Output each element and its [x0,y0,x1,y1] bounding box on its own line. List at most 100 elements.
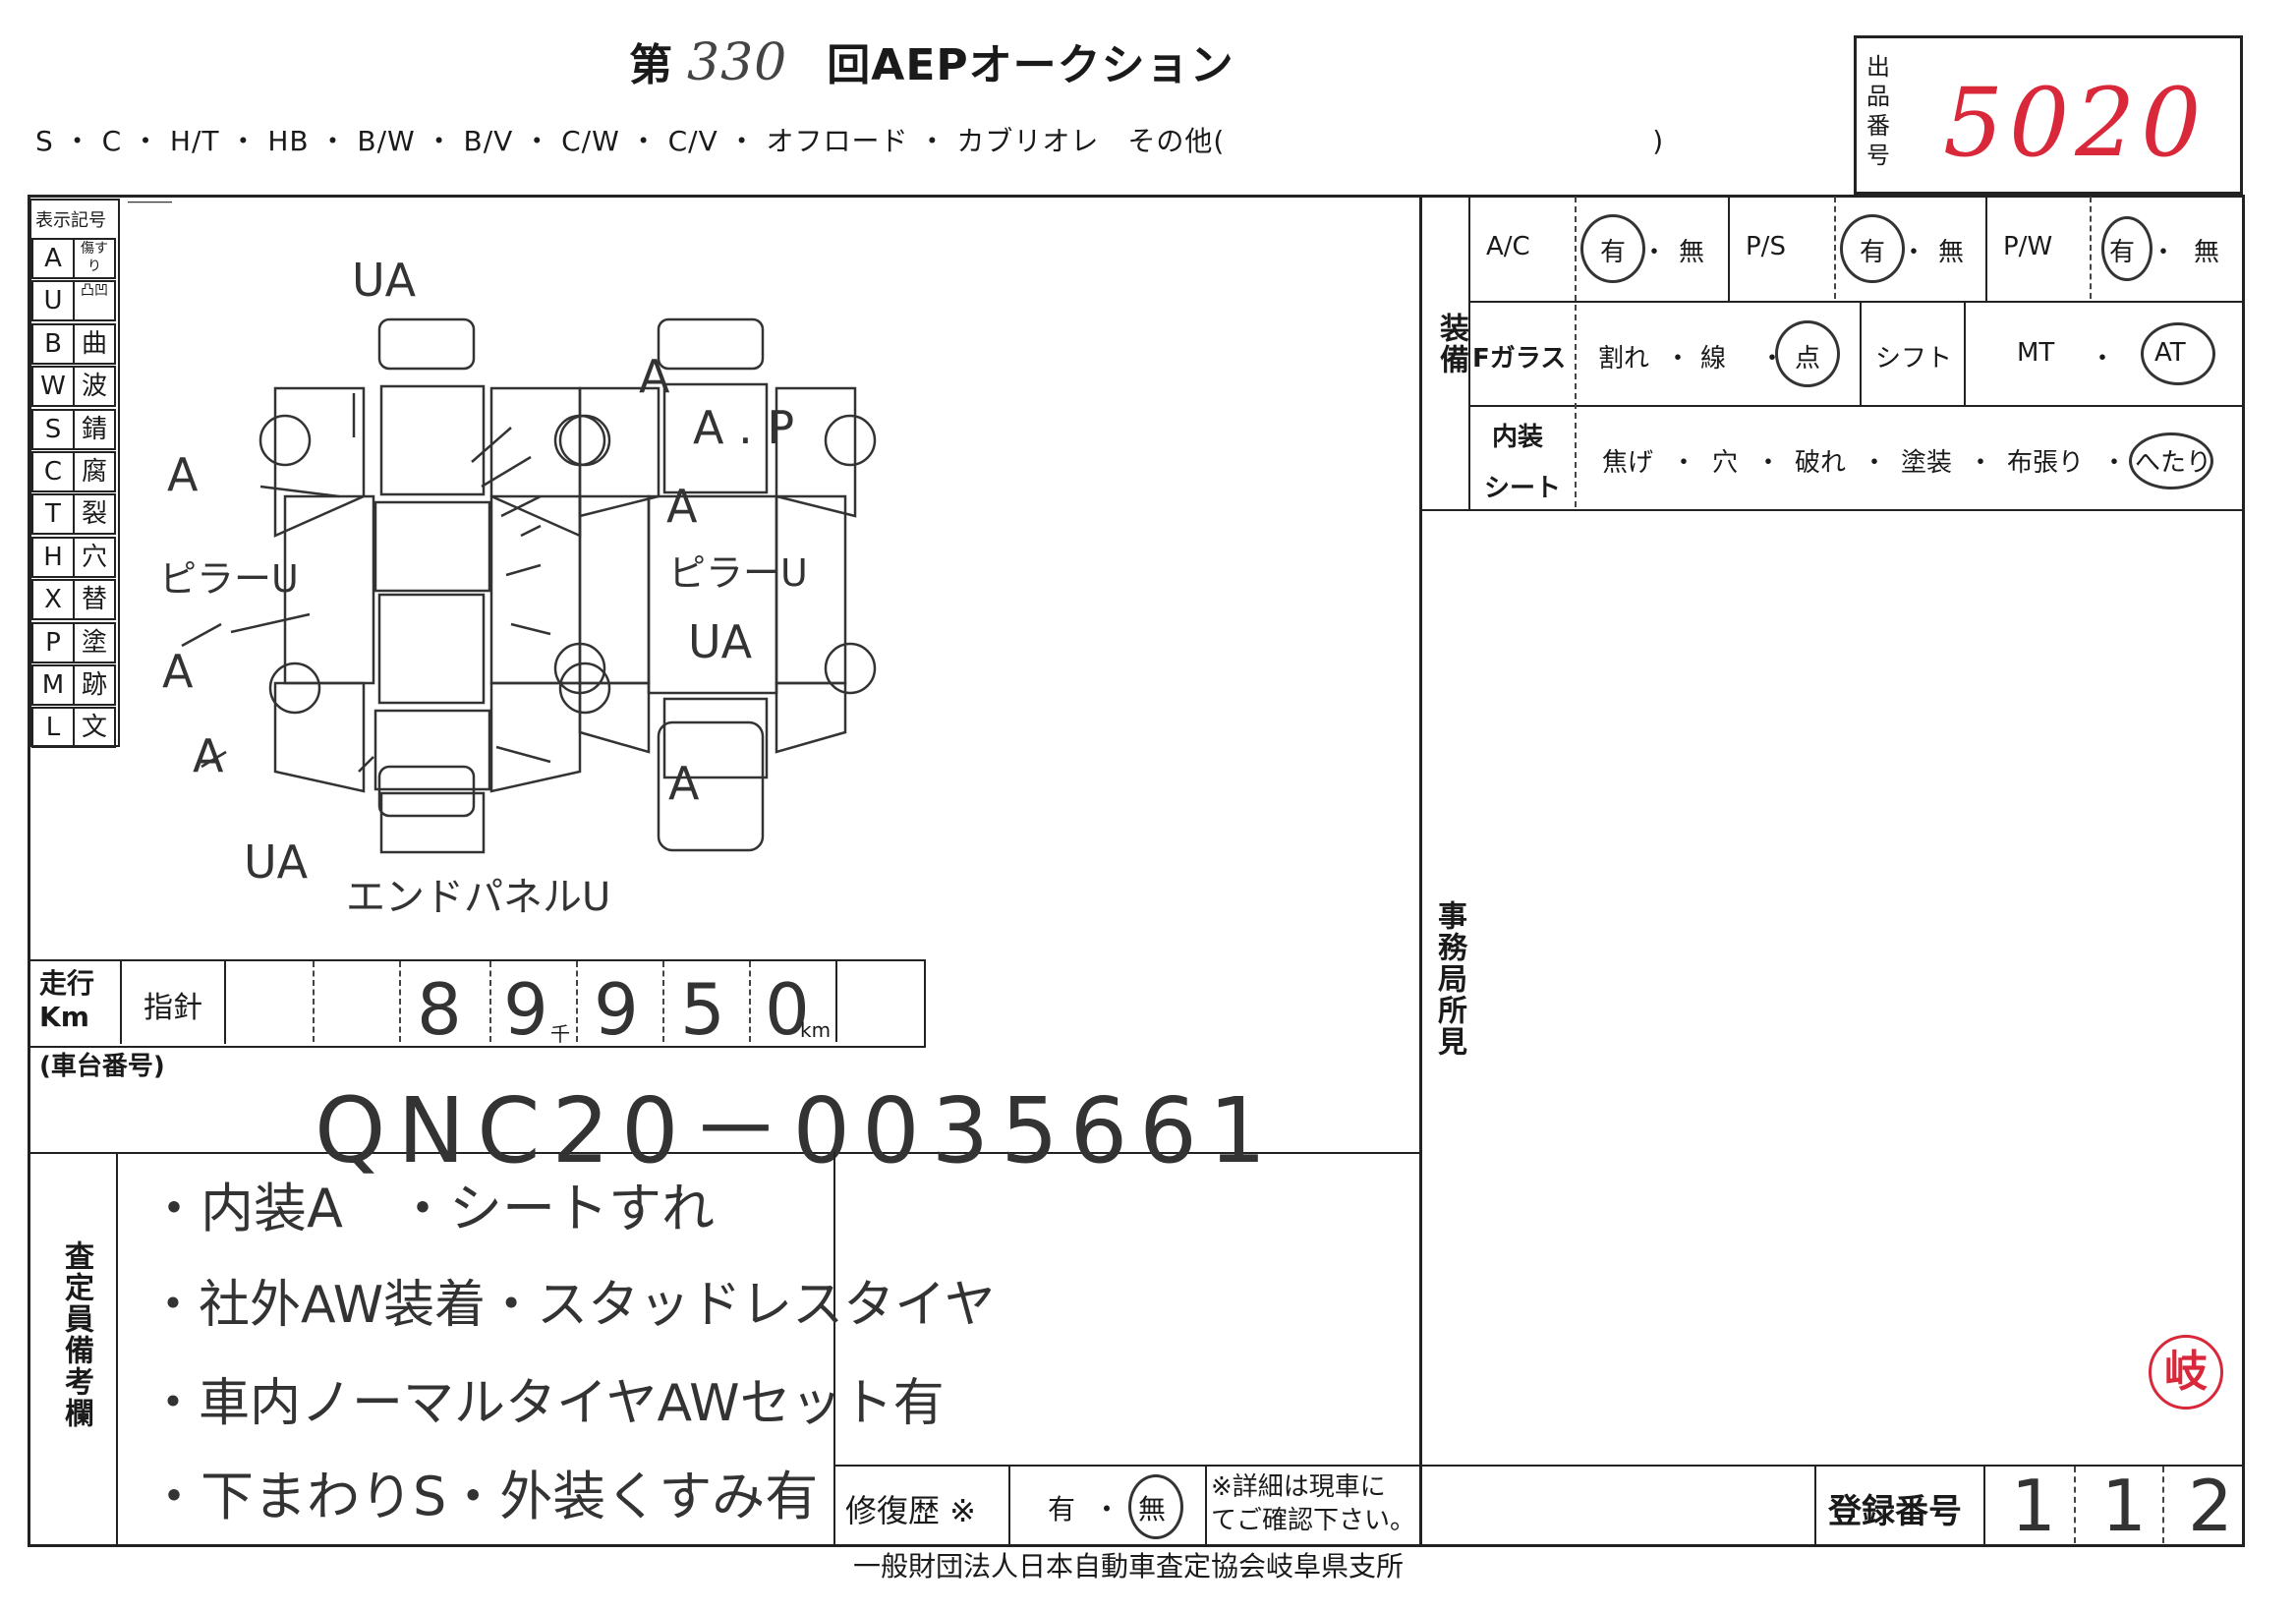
hood [379,384,486,496]
glass-dot-1: ・ [1665,344,1692,374]
mark-pillar-right: ピラーU [668,551,808,595]
legend-code: H [31,536,75,578]
stamp: 岐 [2149,1335,2223,1410]
interior-dot-3: ・ [1862,448,1888,478]
wheel-lr [268,662,321,715]
interior-burn: 焦げ [1602,448,1654,478]
legend-meaning: 文 [73,707,116,749]
lot-label: 出品番号 [1866,53,1890,169]
repair-note: ※詳細は現車に てご確認下さい。 [1211,1470,1415,1537]
mileage-row [29,959,926,1048]
legend: 表示記号 [29,199,120,747]
mileage-label-1: 走行 [39,967,95,1000]
remarks-label: 査定員備考欄 [59,1240,93,1429]
shift-dot: ・ [2090,344,2116,374]
legend-code: S [31,408,75,450]
mark-a-left-2: A [162,645,194,698]
interior-sag-circle [2129,432,2213,489]
lot-number-box: 出品番号 5020 [1854,35,2243,195]
legend-meaning: 穴 [73,536,116,578]
repair-label: 修復歴 ※ [845,1492,976,1529]
right-rear-quarter [489,681,582,793]
trunk [379,791,486,854]
mark-a-right-1: A [666,480,698,533]
legend-meaning: 裂 [73,493,116,536]
legend-code: P [31,621,75,663]
interior-dot-5: ・ [2101,448,2128,478]
repair-note-1: ※詳細は現車に [1211,1472,1386,1502]
glass-label: Fガラス [1472,344,1567,374]
remark-line-2: ・社外AW装着・スタッドレスタイヤ [147,1276,996,1335]
shift-mt: MT [2017,338,2055,368]
interior-label-2: シート [1484,474,1562,503]
registration-digit-3: 2 [2188,1465,2233,1547]
remark-line-4: ・下まわりS・外装くすみ有 [147,1466,819,1527]
registration-row [1419,1465,2245,1547]
rear-bumper [377,765,476,818]
glass-point-circle [1775,320,1840,387]
pw-dot: ・ [2151,238,2177,267]
mark-a-left-3: A [193,729,224,782]
ac-label: A/C [1486,232,1530,261]
mileage-digit-4: 5 [680,968,725,1051]
repair-dot: ・ [1093,1493,1121,1526]
mileage-label: 走行 Km [39,967,94,1034]
thousand-mark: 千 [550,1022,570,1046]
legend-code: T [31,493,75,536]
mileage-digit-1: 8 [417,968,462,1051]
legend-meaning: 跡 [73,664,116,706]
lot-number: 5020 [1943,68,2208,178]
interior-dot-1: ・ [1671,448,1697,478]
body-type-options: S ・ C ・ H/T ・ HB ・ B/W ・ B/V ・ C/W ・ C/V… [35,125,1665,157]
wheel-rr [558,662,611,715]
mark-a-top-right: A [639,350,670,403]
chassis-number: QNC20－0035661 [315,1078,1279,1183]
pw-no: 無 [2194,238,2220,267]
windshield [373,500,491,593]
mark-ua-top: UA [352,254,417,307]
legend-code: A [31,238,75,279]
repair-note-2: てご確認下さい。 [1211,1506,1416,1535]
interior-hole: 穴 [1712,448,1739,478]
office-label: 事務局所見 [1432,900,1466,1058]
interior-label-1: 内装 [1492,423,1544,452]
registration-digit-2: 1 [2101,1465,2147,1547]
shift-at-circle [2141,322,2215,385]
mark-ua-bottom: UA [244,835,309,889]
pw-label: P/W [2003,232,2053,261]
left-front-fender [273,386,366,538]
main-frame [28,195,2245,1547]
title-prefix: 第 [629,40,673,90]
title-suffix: 回AEPオークション [827,40,1234,90]
pw-yes-circle [2101,216,2152,281]
chassis-row [29,1044,1419,1154]
front-bumper [377,317,476,371]
legend-meaning: 波 [73,366,116,408]
legend-code: U [31,280,75,322]
mark-ua-right: UA [688,615,753,668]
mileage-digit-2: 9 [503,968,548,1051]
registration-label: 登録番号 [1828,1492,1962,1531]
footer-org: 一般財団法人日本自動車査定協会岐阜県支所 [853,1550,1405,1583]
legend-code: L [31,707,75,749]
remark-line-3: ・車内ノーマルタイヤAWセット有 [147,1374,945,1433]
legend-code: W [31,366,75,408]
ps-label: P/S [1746,232,1786,261]
km-mark: km [800,1018,832,1042]
legend-meaning: 替 [73,579,116,621]
wheel-rf [558,414,611,467]
ps-no: 無 [1938,238,1965,267]
mark-end-panel: エンドパネルU [346,875,611,920]
repair-yes: 有 [1048,1493,1076,1526]
